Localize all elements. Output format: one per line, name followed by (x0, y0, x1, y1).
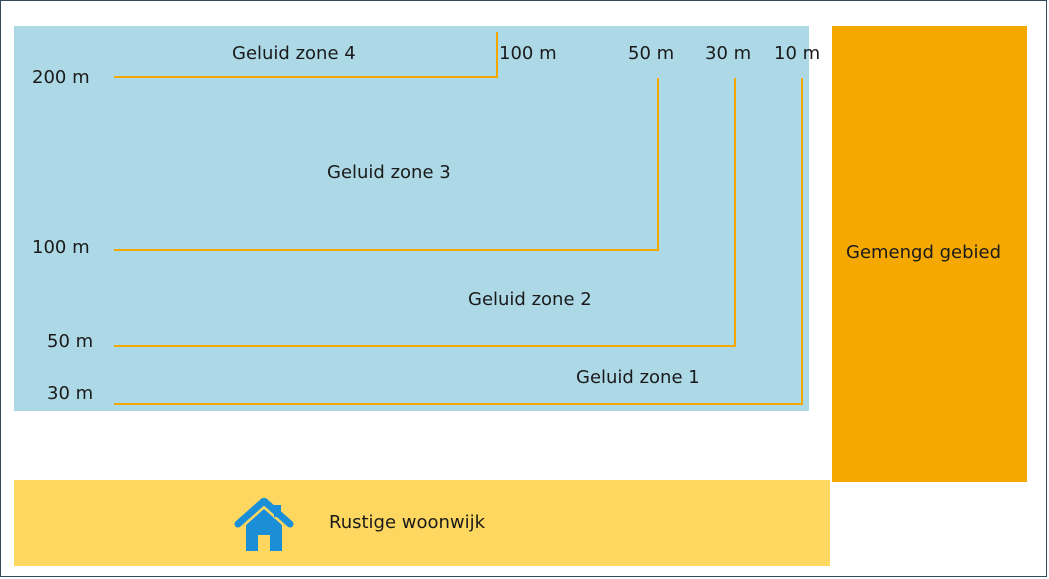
noise-zone-area (14, 26, 809, 411)
zone4-label: Geluid zone 4 (232, 43, 356, 64)
mixed-area-block (832, 26, 1027, 482)
house-icon (234, 498, 294, 551)
distance-left-30m: 30 m (47, 383, 94, 404)
distance-top-100m: 100 m (499, 43, 557, 64)
distance-left-50m: 50 m (47, 331, 94, 352)
distance-top-10m: 10 m (774, 43, 821, 64)
residential-area-label: Rustige woonwijk (329, 512, 486, 533)
mixed-area-label: Gemengd gebied (846, 242, 1002, 263)
distance-left-100m: 100 m (32, 237, 90, 258)
distance-left-200m: 200 m (32, 67, 90, 88)
zone3-label: Geluid zone 3 (327, 162, 451, 183)
distance-top-50m: 50 m (628, 43, 675, 64)
residential-area-block (14, 480, 830, 566)
zone2-label: Geluid zone 2 (468, 289, 592, 310)
zone1-label: Geluid zone 1 (576, 367, 700, 388)
distance-top-30m: 30 m (705, 43, 752, 64)
